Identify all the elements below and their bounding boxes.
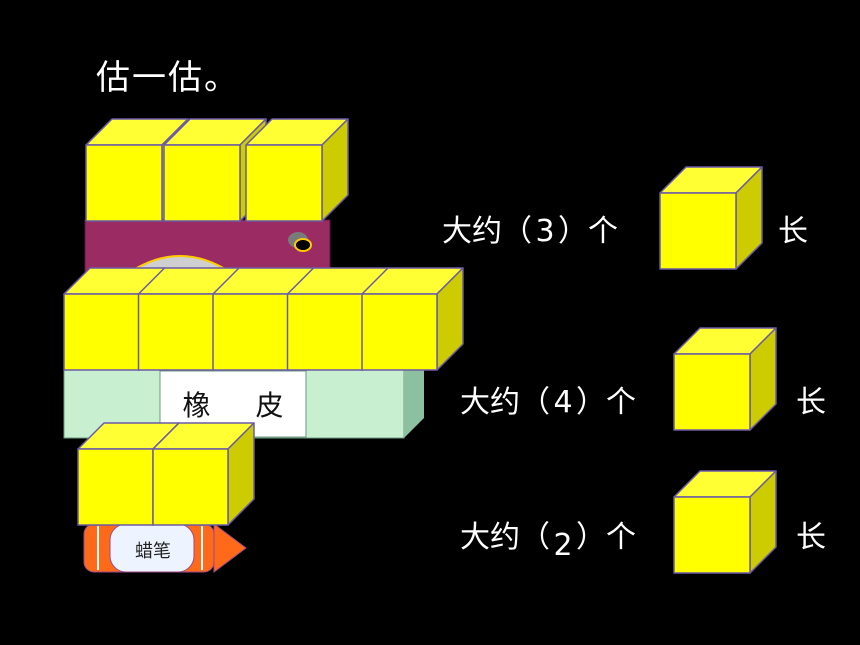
cube-front-face [212, 293, 289, 371]
unit-word-3: 长 [796, 520, 826, 555]
cube-front-face [85, 144, 163, 222]
cube-front-face [286, 293, 364, 371]
cube-front-face [163, 144, 241, 222]
eraser-label: 橡 皮 [182, 389, 302, 422]
cube-front-face [673, 496, 751, 574]
answer-suffix: ）个 [576, 385, 636, 420]
answer-value: 2 [553, 528, 573, 563]
answer-suffix: ）个 [576, 520, 636, 555]
answer-value: 3 [535, 214, 555, 249]
cube-front-face [63, 293, 140, 371]
page-title: 估一估。 [96, 58, 240, 98]
answer-row-3: 大约（2）个 [460, 512, 636, 563]
unit-word-2: 长 [796, 385, 826, 420]
crayon-label: 蜡笔 [135, 541, 171, 562]
cube-front-face [77, 448, 154, 526]
answer-prefix: 大约（ [442, 214, 532, 249]
cube-front-face [137, 293, 215, 371]
answer-row-2: 大约（4）个 [460, 377, 636, 421]
answer-prefix: 大约（ [460, 520, 550, 555]
cube-front-face [152, 448, 229, 526]
answer-value: 4 [553, 385, 573, 420]
unit-word-1: 长 [778, 214, 808, 249]
unit-cubes [63, 118, 777, 574]
unit-cube [152, 422, 255, 526]
answer-prefix: 大约（ [460, 385, 550, 420]
unit-cube [673, 470, 777, 574]
cube-front-face [245, 144, 323, 222]
cube-front-face [361, 293, 438, 371]
unit-cube [673, 327, 777, 431]
unit-cube [361, 267, 464, 371]
answer-suffix: ）个 [558, 214, 618, 249]
crayon [83, 523, 247, 573]
unit-cube [659, 166, 763, 270]
answer-row-1: 大约（3）个 [442, 206, 618, 250]
cube-front-face [673, 353, 751, 431]
cube-front-face [659, 192, 737, 270]
unit-cube [245, 118, 349, 222]
